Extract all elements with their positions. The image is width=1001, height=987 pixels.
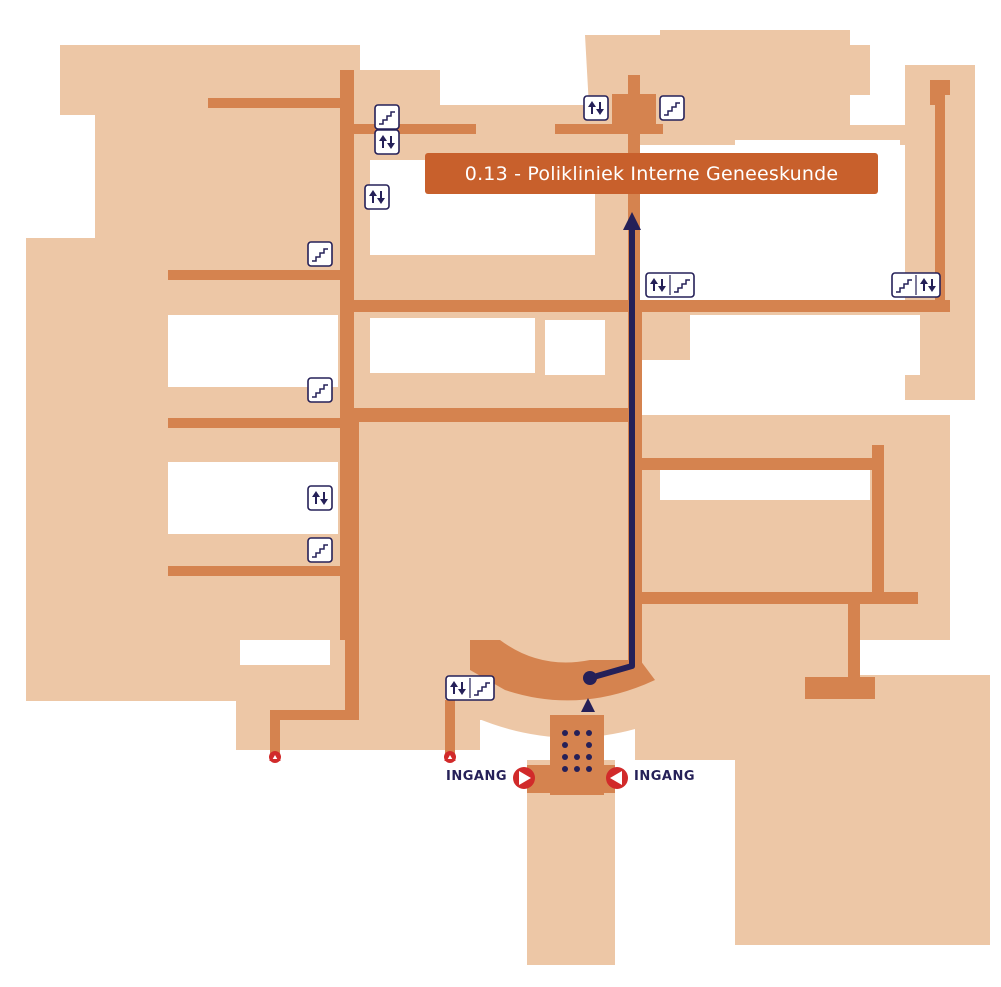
elevator-icon[interactable] [307,485,333,511]
stairs-icon[interactable] [307,537,333,563]
destination-label[interactable]: 0.13 - Polikliniek Interne Geneeskunde [425,153,878,194]
elevator-icon[interactable] [583,95,609,121]
exits [269,750,456,763]
elevator-stairs-icon[interactable] [445,675,495,701]
entrance-label-left: INGANG [446,769,507,784]
route-arrow-up [623,212,641,230]
stairs-icon[interactable] [659,95,685,121]
stairs-icon[interactable] [307,377,333,403]
entrance-arrow [581,698,595,712]
elevator-icon[interactable] [364,184,390,210]
elevator-stairs-icon[interactable] [645,272,695,298]
entrance-markers [513,767,628,789]
corridors [168,70,950,795]
stairs-elevator-icon[interactable] [891,272,941,298]
revolving-door-dots [562,730,592,772]
route [562,212,641,772]
stairs-icon[interactable] [307,241,333,267]
route-start [583,671,597,685]
elevator-icon[interactable] [374,129,400,155]
entrance-label-right: INGANG [634,769,695,784]
stairs-icon[interactable] [374,104,400,130]
